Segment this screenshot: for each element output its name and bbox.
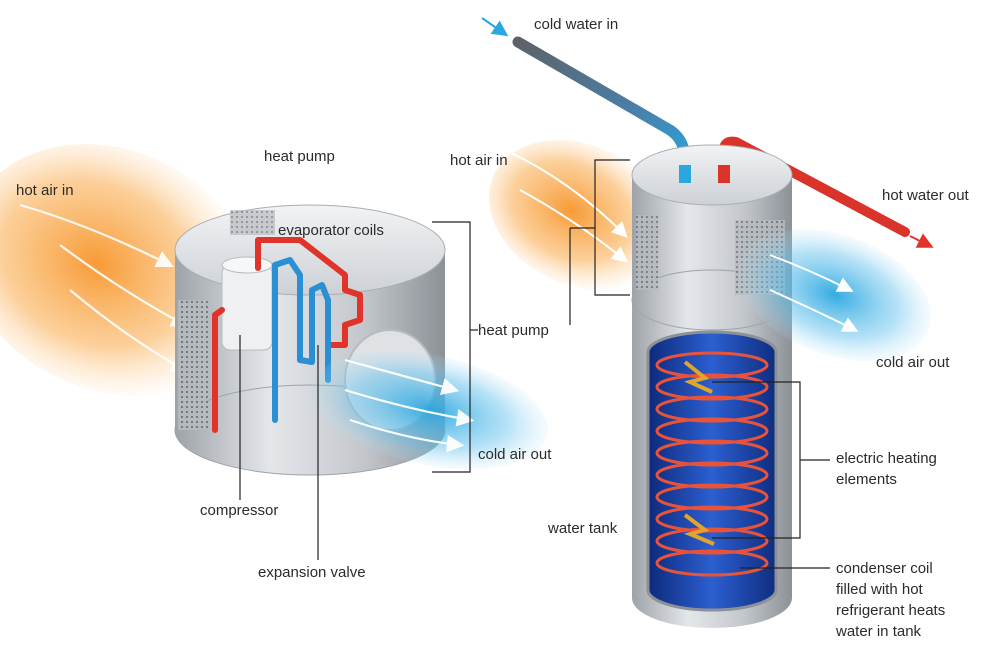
label-condenser-line-4: water in tank <box>836 623 922 640</box>
label-cold-air-out-left: cold air out <box>478 446 552 463</box>
hot-air-arrows-left <box>19 203 189 373</box>
label-compressor: compressor <box>200 502 279 519</box>
refrigerant-line-cold <box>272 257 331 423</box>
refrigerant-line-hot <box>255 237 363 348</box>
label-hot-air-in-right: hot air in <box>450 152 508 169</box>
cold-air-plume-left <box>312 350 548 470</box>
label-water-tank: water tank <box>548 520 618 537</box>
electric-heating-elements <box>683 360 715 546</box>
hot-water-out-arrow <box>909 233 934 248</box>
label-condenser-line-3: refrigerant heats <box>836 602 946 619</box>
cold-air-arrows-right <box>769 254 859 332</box>
label-condenser-line-1: condenser coil <box>836 560 933 577</box>
label-hot-air-in-left: hot air in <box>16 182 74 199</box>
label-heat-pump-top: heat pump <box>264 148 335 165</box>
leader-lines-right <box>569 159 830 569</box>
label-heat-pump-bracket: heat pump <box>478 322 549 339</box>
compressor <box>221 264 273 351</box>
label-condenser-coil: condenser coil filled with hot refrigera… <box>836 558 945 642</box>
label-cold-air-out-right: cold air out <box>876 354 950 371</box>
label-expansion-valve: expansion valve <box>258 564 366 581</box>
label-electric-heating-line-2: elements <box>836 471 897 488</box>
grille-right-1 <box>636 215 658 290</box>
grille-top <box>230 210 275 235</box>
label-electric-heating-line-1: electric heating <box>836 450 937 467</box>
tank-cutaway <box>646 330 778 612</box>
label-condenser-line-2: filled with hot <box>836 581 923 598</box>
grille-left <box>178 300 208 430</box>
hot-air-arrows-right <box>504 149 629 263</box>
refrigerant-line-hot-2 <box>212 307 225 433</box>
water-heater-tank <box>631 144 793 628</box>
cold-water-in-arrow <box>481 17 509 37</box>
label-hot-water-out: hot water out <box>882 187 969 204</box>
cold-air-arrows-left <box>344 358 475 453</box>
label-evaporator-coils: evaporator coils <box>278 222 384 239</box>
label-cold-water-in: cold water in <box>534 16 619 33</box>
condenser-coil <box>655 351 769 577</box>
label-electric-heating-elements: electric heating elements <box>836 448 937 490</box>
leader-lines-left <box>239 221 478 560</box>
